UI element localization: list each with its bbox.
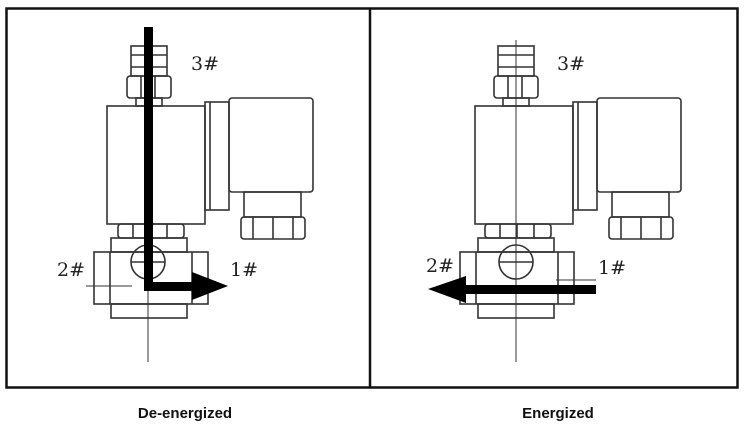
- caption-de-energized: De-energized: [137, 405, 233, 422]
- port-label-right-right: 1#: [598, 257, 626, 279]
- panel-de-energized: [86, 40, 314, 362]
- port-label-top-left: 3#: [191, 53, 219, 75]
- port-label-top-right: 3#: [557, 53, 585, 75]
- port-label-left-left: 2#: [57, 259, 85, 281]
- panel-energized: [459, 40, 682, 362]
- port-label-right-left: 1#: [230, 259, 258, 281]
- port-label-left-right: 2#: [426, 255, 454, 277]
- flow-arrow-energized: [428, 276, 596, 303]
- flow-arrow-de-energized: [144, 27, 228, 300]
- caption-energized: Energized: [522, 405, 594, 422]
- outer-frame: [5, 7, 739, 389]
